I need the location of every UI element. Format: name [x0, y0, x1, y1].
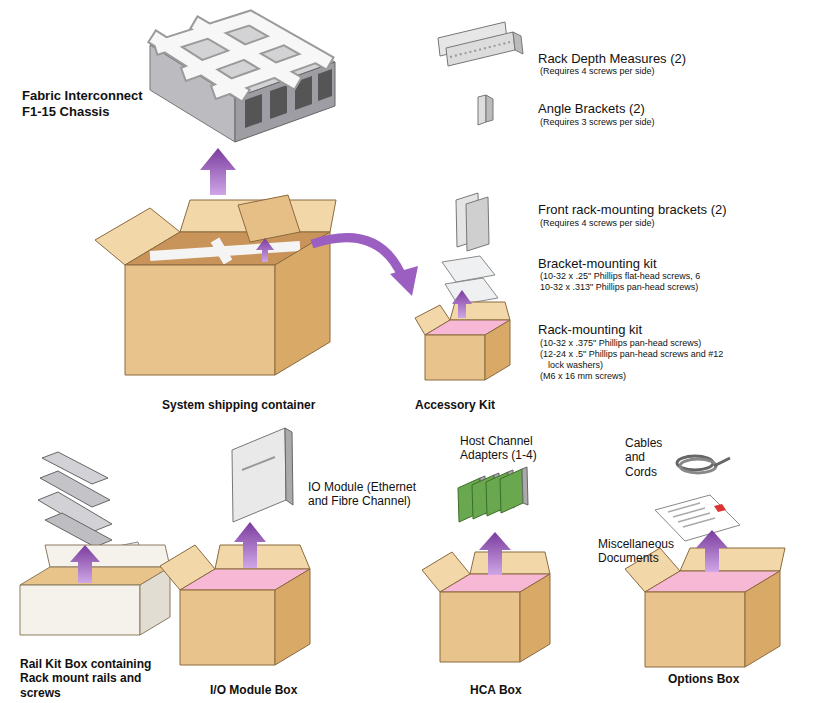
text-lines: [668, 503, 715, 527]
box-front: [425, 335, 485, 380]
box-caption: Options Box: [668, 672, 768, 686]
part-label: Host Channel Adapters (1-4): [460, 434, 550, 463]
part-label: (Requires 4 screws per side): [540, 66, 800, 77]
foam-outline: [158, 18, 324, 92]
bracket: [486, 95, 493, 122]
shipping-box: [95, 195, 336, 375]
box-caption: I/O Module Box: [210, 683, 330, 697]
box-front: [20, 585, 140, 635]
box-lid: [45, 545, 170, 567]
curved-arrow: [312, 238, 402, 276]
box-caption: Rail Kit Box containing Rack mount rails…: [20, 657, 153, 700]
arrow-head: [390, 266, 418, 296]
arrow: [479, 532, 511, 575]
box-caption: HCA Box: [470, 683, 550, 697]
holes: [450, 42, 510, 57]
fan: [318, 69, 332, 101]
box-flap: [470, 552, 550, 574]
card: [232, 428, 286, 522]
box-caption: System shipping container: [162, 398, 362, 412]
angle-brackets: [478, 95, 493, 125]
box-side: [275, 569, 310, 665]
arrow: [234, 522, 266, 568]
part-label: Bracket-mounting kit: [538, 256, 798, 272]
card-bracket: [285, 428, 293, 505]
fan: [270, 85, 287, 119]
plate: [446, 32, 515, 66]
chassis: [150, 12, 335, 142]
foam: [158, 18, 324, 92]
io-module: [232, 428, 293, 522]
hca-cards: [458, 467, 528, 522]
part-label: (12-24 x .5" Phillips pan-head screws an…: [540, 349, 728, 371]
bag: [445, 278, 498, 305]
cables: [677, 456, 730, 473]
plate-end: [513, 32, 523, 54]
hca-box: [422, 552, 550, 662]
bag: [442, 256, 495, 282]
card-detail: [242, 457, 275, 470]
box-flap: [215, 545, 310, 569]
arrow: [256, 238, 274, 262]
box-front: [645, 592, 745, 667]
part-label: (10-32 x .25" Phillips flat-head screws,…: [540, 271, 715, 293]
part-label: IO Module (Ethernet and Fibre Channel): [308, 480, 438, 509]
part-label: Front rack-mounting brackets (2): [538, 202, 798, 218]
logo: [714, 504, 726, 512]
documents: [655, 495, 740, 541]
foam: [150, 240, 300, 262]
sheet: [655, 495, 740, 541]
box-side: [520, 574, 550, 662]
screw-bags: [442, 256, 498, 305]
box-side: [745, 571, 780, 667]
box-flap: [680, 548, 785, 571]
cable-coil: [680, 459, 716, 473]
foam-block: [238, 195, 300, 242]
card: [500, 469, 523, 513]
part-label: (10-32 x .375" Phillips pan-head screws): [540, 338, 800, 349]
arrow: [696, 530, 728, 572]
part-label: (M6 x 16 mm screws): [540, 371, 800, 382]
part-label: Angle Brackets (2): [538, 101, 798, 117]
box-side: [485, 320, 510, 380]
box-side: [140, 567, 170, 635]
box-caption: Accessory Kit: [415, 398, 535, 412]
part-label: Cables and Cords: [625, 436, 665, 479]
bracket: [466, 197, 489, 251]
part-label: (Requires 3 screws per side): [540, 117, 800, 128]
rail: [45, 513, 112, 547]
cable-tail: [714, 458, 730, 466]
rail-kit-box: [20, 545, 170, 635]
part-label: (Requires 4 screws per side): [540, 218, 800, 229]
arrow: [452, 290, 472, 318]
rack-depth-measures: [438, 22, 523, 66]
card-bracket: [522, 467, 528, 505]
box-front: [180, 590, 275, 665]
fan: [245, 94, 262, 128]
front-brackets: [456, 193, 489, 251]
box-front: [440, 592, 520, 662]
io-module-box: [160, 545, 310, 665]
part-label: Rack-mounting kit: [538, 322, 798, 338]
box-side: [275, 232, 330, 375]
arrow: [70, 545, 100, 583]
bracket: [478, 95, 486, 125]
arrow: [200, 148, 236, 195]
box-caption: Fabric Interconnect F1-15 Chassis: [22, 88, 162, 119]
part-label: Miscellaneous Documents: [598, 537, 693, 566]
part-label: Rack Depth Measures (2): [538, 51, 798, 67]
box-front: [125, 265, 275, 375]
